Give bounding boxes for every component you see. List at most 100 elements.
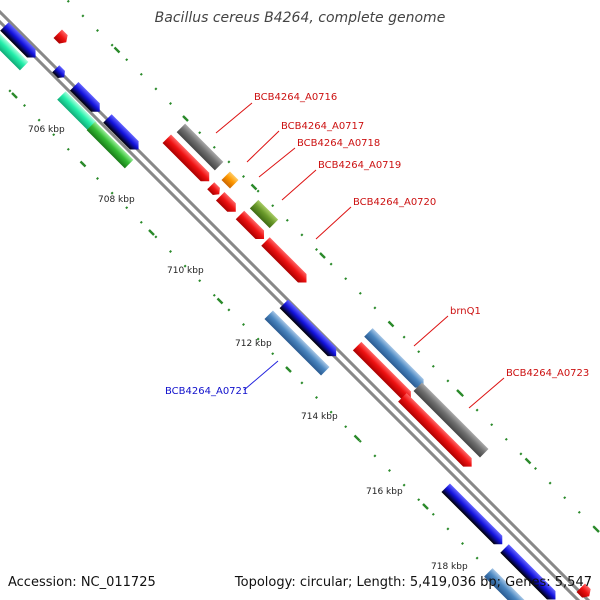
rail-dot xyxy=(417,350,421,354)
rail-dot xyxy=(212,293,216,297)
rail-major-tick xyxy=(524,457,532,465)
rail-dot xyxy=(154,235,158,239)
rail-dot xyxy=(183,264,187,268)
rail-dot xyxy=(315,396,318,399)
rail-dot xyxy=(344,277,348,281)
rail-dot xyxy=(402,483,406,487)
gene-label-a0723[interactable]: BCB4264_A0723 xyxy=(506,368,589,379)
gene-feature[interactable] xyxy=(207,182,223,198)
gene-label-a0719[interactable]: BCB4264_A0719 xyxy=(318,160,401,171)
gene-feature[interactable] xyxy=(52,65,68,81)
gene-feature[interactable] xyxy=(249,199,279,229)
tick-label: 718 kbp xyxy=(431,562,468,572)
accession-text: Accession: NC_011725 xyxy=(8,575,156,590)
rail-dot xyxy=(358,291,362,295)
rail-major-tick xyxy=(456,389,463,396)
rail-dot xyxy=(329,262,333,266)
rail-dot xyxy=(300,233,304,237)
rail-major-tick xyxy=(182,115,189,122)
gene-feature[interactable] xyxy=(398,393,476,471)
rail-dot xyxy=(227,160,231,164)
topology-text: Topology: circular; Length: 5,419,036 bp… xyxy=(234,575,592,590)
rail-major-tick xyxy=(11,92,18,99)
rail-dot xyxy=(373,454,377,458)
gene-feature[interactable] xyxy=(364,328,428,392)
tick-label: 716 kbp xyxy=(366,487,403,497)
gene-feature[interactable] xyxy=(176,123,224,171)
rail-dot xyxy=(8,89,12,93)
rail-dot xyxy=(212,145,216,149)
rail-major-tick xyxy=(353,434,361,442)
tick-label: 706 kbp xyxy=(28,125,65,135)
rail-major-tick xyxy=(319,252,326,259)
gene-label-a0721[interactable]: BCB4264_A0721 xyxy=(165,386,248,397)
rail-dot xyxy=(534,467,537,470)
gene-label-a0720[interactable]: BCB4264_A0720 xyxy=(353,197,436,208)
gene-feature[interactable] xyxy=(221,171,239,189)
leader-lines xyxy=(215,102,505,409)
rail-dot xyxy=(475,408,479,412)
gene-feature[interactable] xyxy=(500,544,559,600)
gene-feature[interactable] xyxy=(441,483,506,548)
rail-dot xyxy=(300,381,304,385)
gene-feature[interactable] xyxy=(70,82,104,116)
gene-label-a0716[interactable]: BCB4264_A0716 xyxy=(254,92,337,103)
tick-label: 712 kbp xyxy=(235,339,272,349)
rail-dot xyxy=(256,337,260,341)
rail-major-tick xyxy=(387,320,395,328)
rail-dot xyxy=(490,423,494,427)
rail-major-tick xyxy=(113,46,121,54)
gene-feature[interactable] xyxy=(235,210,269,244)
rail-dot xyxy=(577,510,581,514)
gene-label-brnq1[interactable]: brnQ1 xyxy=(450,306,481,317)
gene-feature[interactable] xyxy=(264,310,330,376)
rail-dot xyxy=(431,512,435,516)
rail-dot xyxy=(242,323,245,326)
gene-label-a0718[interactable]: BCB4264_A0718 xyxy=(297,138,380,149)
tick-label: 708 kbp xyxy=(98,195,135,205)
rail-dot xyxy=(271,204,275,208)
gene-feature[interactable] xyxy=(576,583,594,600)
gene-feature[interactable] xyxy=(0,33,29,71)
rail-dot xyxy=(169,250,172,253)
rail-dot xyxy=(256,189,260,193)
rail-dot xyxy=(227,308,231,312)
gene-features xyxy=(0,22,594,600)
rail-dot xyxy=(431,364,435,368)
rail-dot xyxy=(125,58,129,62)
rail-dot xyxy=(52,133,56,137)
rail-dot xyxy=(110,191,114,195)
gene-feature[interactable] xyxy=(86,121,134,169)
gene-feature[interactable] xyxy=(53,29,71,47)
gene-feature[interactable] xyxy=(352,341,415,404)
gene-feature[interactable] xyxy=(261,237,310,286)
gene-label-a0717[interactable]: BCB4264_A0717 xyxy=(281,121,364,132)
rail-dot xyxy=(96,29,99,32)
rail-dot xyxy=(81,14,85,18)
rail-dot xyxy=(417,498,421,502)
gene-feature[interactable] xyxy=(57,91,97,131)
rail-dot xyxy=(446,379,450,383)
rail-major-tick xyxy=(422,503,429,510)
gene-feature[interactable] xyxy=(162,134,214,186)
gene-feature[interactable] xyxy=(413,382,489,458)
rail-dot xyxy=(110,43,114,47)
rail-dot xyxy=(563,496,567,500)
rail-dot xyxy=(139,220,143,224)
rail-dot xyxy=(344,425,348,429)
rail-dot xyxy=(475,556,479,560)
rail-dot xyxy=(285,218,289,222)
tick-labels: 706 kbp 708 kbp 710 kbp 712 kbp 714 kbp … xyxy=(28,125,468,572)
rail-dot xyxy=(271,352,275,356)
gene-feature[interactable] xyxy=(484,568,528,600)
rail-dot xyxy=(402,335,406,339)
gene-feature[interactable] xyxy=(103,114,143,154)
rail-major-tick xyxy=(285,366,292,373)
gene-feature[interactable] xyxy=(0,22,40,62)
rail-dot xyxy=(548,481,552,485)
gene-feature[interactable] xyxy=(215,191,240,216)
gene-feature[interactable] xyxy=(279,299,341,361)
rail-dot xyxy=(329,410,333,414)
rail-major-tick xyxy=(216,297,224,305)
rail-dot xyxy=(242,175,245,178)
